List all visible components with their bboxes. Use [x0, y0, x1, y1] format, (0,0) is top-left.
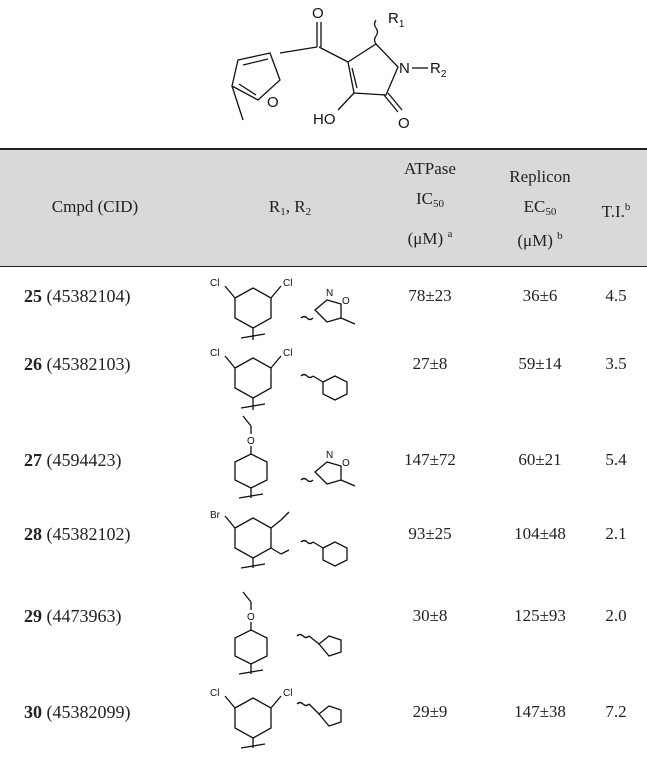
furan-double-bond — [242, 58, 269, 66]
substituent-structure-28: Br — [210, 510, 348, 569]
scaffold-structure: O O R1 N R2 HO O — [231, 5, 447, 132]
compound-id: 30 (45382099) — [24, 702, 131, 722]
header-replicon: Replicon EC50 (μM) b — [509, 167, 571, 250]
replicon-value: 104±48 — [514, 524, 566, 543]
bond — [318, 46, 349, 63]
compound-id: 27 (4594423) — [24, 450, 122, 470]
r1-label: R1 — [388, 10, 405, 30]
header-rule — [0, 266, 647, 267]
atpase-value: 147±72 — [404, 450, 456, 469]
table-top-rule — [0, 148, 647, 150]
table-row: 26 (45382103) Cl Cl 27±8 59±14 3.5 — [0, 344, 647, 414]
replicon-value: 60±21 — [518, 450, 562, 469]
svg-text:Cl: Cl — [283, 278, 292, 289]
svg-text:Br: Br — [210, 510, 221, 521]
substituent-structure-25: Cl Cl NO — [210, 278, 356, 340]
svg-text:Cl: Cl — [283, 688, 292, 699]
atpase-value: 29±9 — [412, 702, 448, 721]
ketone-oxygen-label: O — [312, 5, 324, 22]
svg-text:O: O — [342, 458, 350, 469]
ti-value: 2.0 — [605, 606, 627, 625]
svg-text:O: O — [342, 296, 350, 307]
svg-text:Cl: Cl — [283, 348, 292, 359]
table-header: Cmpd (CID) R1, R2 ATPase IC50 (μM) a Rep… — [0, 150, 647, 266]
header-cmpd: Cmpd (CID) — [51, 197, 139, 216]
ti-value: 4.5 — [605, 286, 627, 305]
lactam-oxygen-label: O — [398, 115, 410, 132]
table-row: 28 (45382102) Br 93±25 104±48 2.1 — [0, 508, 647, 584]
svg-text:Cl: Cl — [210, 348, 219, 359]
ti-value: 2.1 — [605, 524, 627, 543]
table-row: 30 (45382099) Cl Cl 29±9 147±38 7.2 — [0, 682, 647, 762]
table-row: 29 (4473963) O 30±8 125±93 2.0 — [0, 590, 647, 678]
lactam-double-1 — [383, 94, 399, 113]
compound-id: 28 (45382102) — [24, 524, 131, 544]
svg-text:Cl: Cl — [210, 278, 219, 289]
svg-text:O: O — [247, 612, 255, 623]
lactam-double-2 — [387, 92, 403, 111]
atpase-value: 78±23 — [408, 286, 452, 305]
compound-id: 29 (4473963) — [24, 606, 122, 626]
pyrrolinone-ring — [347, 43, 399, 96]
ti-value: 5.4 — [605, 450, 627, 469]
replicon-value: 125±93 — [514, 606, 566, 625]
svg-text:N: N — [326, 450, 333, 461]
substituent-structure-30: Cl Cl — [210, 688, 342, 749]
replicon-value: 36±6 — [522, 286, 558, 305]
header-ti: T.I.b — [601, 201, 631, 221]
replicon-value: 147±38 — [514, 702, 566, 721]
compound-id: 26 (45382103) — [24, 354, 131, 374]
svg-text:O: O — [247, 436, 255, 447]
svg-text:N: N — [326, 288, 333, 299]
ti-value: 7.2 — [605, 702, 627, 721]
header-r1-r2: R1, R2 — [268, 197, 312, 218]
hydroxyl-label: HO — [313, 111, 336, 128]
replicon-value: 59±14 — [518, 354, 562, 373]
substituent-structure-26: Cl Cl — [210, 348, 348, 410]
svg-text:Cl: Cl — [210, 688, 219, 699]
substituent-structure-27: O NO — [234, 415, 356, 499]
header-atpase: ATPase IC50 (μM) a — [404, 159, 456, 248]
atpase-value: 93±25 — [408, 524, 452, 543]
furan-oxygen-label: O — [267, 94, 279, 111]
atpase-value: 27±8 — [412, 354, 448, 373]
substituent-structure-29: O — [234, 591, 342, 675]
furan-double-bond-2 — [238, 83, 257, 96]
wavy-bond — [373, 19, 379, 45]
compound-id: 25 (45382104) — [24, 286, 131, 306]
bond — [279, 46, 318, 54]
atpase-value: 30±8 — [412, 606, 448, 625]
ring-double-bond — [351, 67, 358, 89]
furan-ring — [231, 52, 281, 101]
ti-value: 3.5 — [605, 354, 627, 373]
oh-bond — [337, 92, 355, 111]
methyl-bond — [231, 85, 244, 121]
r2-label: R2 — [430, 60, 447, 80]
nitrogen-label: N — [399, 60, 410, 77]
